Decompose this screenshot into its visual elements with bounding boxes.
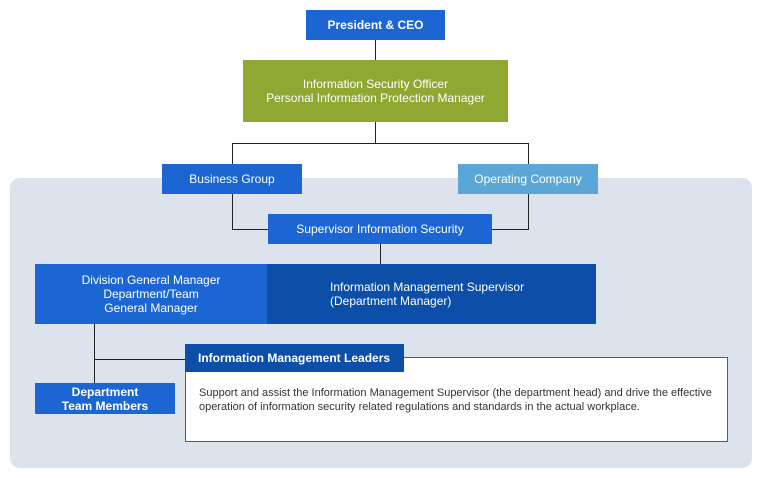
business-group-box: Business Group — [162, 164, 302, 194]
department-team-members-box: Department Team Members — [35, 383, 175, 414]
operating-company-box: Operating Company — [458, 164, 598, 194]
president-ceo-box: President & CEO — [306, 10, 445, 40]
department-manager-label: (Department Manager) — [330, 294, 452, 308]
supervisor-information-security-label: Supervisor Information Security — [296, 222, 464, 236]
information-management-leaders-title: Information Management Leaders — [185, 344, 404, 372]
information-security-officer-box: Information Security Officer Personal In… — [243, 60, 508, 122]
information-management-supervisor-box: Information Management Supervisor (Depar… — [267, 264, 596, 324]
information-security-officer-label: Information Security Officer — [302, 77, 449, 91]
supervisor-information-security-box: Supervisor Information Security — [268, 214, 492, 244]
business-group-label: Business Group — [189, 172, 275, 186]
division-general-manager-label: Division General Manager — [81, 273, 221, 287]
information-management-leaders-description: Support and assist the Information Manag… — [199, 387, 712, 413]
department-label: Department — [71, 384, 139, 399]
information-management-supervisor-label: Information Management Supervisor — [330, 280, 525, 294]
information-management-leaders-label: Information Management Leaders — [198, 351, 391, 365]
general-manager-label: General Manager — [104, 301, 198, 315]
department-team-label: Department/Team — [103, 287, 199, 301]
division-general-manager-box: Division General Manager Department/Team… — [35, 264, 267, 324]
operating-company-label: Operating Company — [474, 172, 582, 186]
president-ceo-label: President & CEO — [327, 18, 424, 32]
team-members-label: Team Members — [61, 398, 149, 413]
personal-information-protection-manager-label: Personal Information Protection Manager — [266, 91, 485, 105]
